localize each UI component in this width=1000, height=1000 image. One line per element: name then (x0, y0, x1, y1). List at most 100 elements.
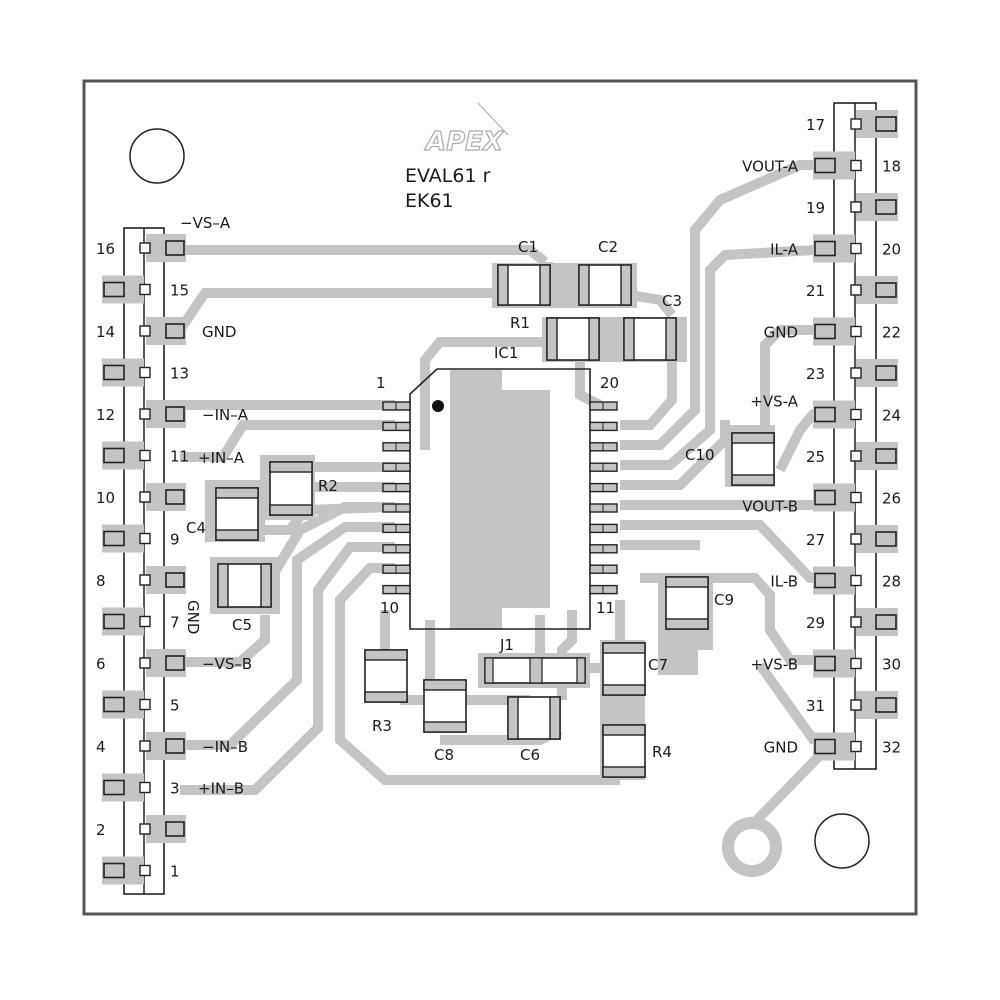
ic-pin-label-10: 10 (380, 599, 399, 617)
label-c3: C3 (662, 292, 682, 310)
pin-number: 6 (96, 655, 106, 673)
label-r3: R3 (372, 717, 392, 735)
resistor-r1 (546, 317, 600, 361)
label-j1: J1 (499, 636, 514, 654)
ic-pin-label-11: 11 (596, 599, 615, 617)
component-labels: C1 C2 C3 R1 IC1 R2 C4 C5 R3 C8 J1 C6 C7 … (186, 238, 734, 764)
signal-label-right-24: +VS-A (750, 393, 798, 411)
pin-number: 18 (882, 158, 901, 176)
signal-label-left-3: +IN–B (198, 780, 244, 798)
pin-number: 14 (96, 323, 115, 341)
pin-number: 22 (882, 324, 901, 342)
mounting-hole-top-left (129, 128, 185, 184)
signal-label-left-11: +IN–A (198, 449, 245, 467)
ic-pin-2 (382, 421, 411, 432)
pin-number: 27 (806, 531, 825, 549)
components (215, 264, 775, 778)
pin-number: 16 (96, 240, 115, 258)
ic-pin-20 (589, 401, 618, 411)
signal-label-left-16: −VS–A (180, 214, 231, 232)
header-pin-9: 9 (102, 524, 180, 553)
header-pin-26: 26 (813, 483, 901, 512)
ic-pin-6 (382, 503, 411, 513)
header-pin-11: 11 (102, 441, 189, 470)
ic-pin-10 (382, 584, 411, 595)
pin-number: 12 (96, 406, 115, 424)
resistor-r4 (602, 724, 646, 778)
capacitor-c4 (215, 487, 259, 541)
label-c5: C5 (232, 616, 252, 634)
header-pin-18: 18 (813, 151, 901, 180)
capacitor-c6 (507, 696, 561, 740)
ic-pin-9 (382, 564, 411, 574)
signal-label-right-32: GND (764, 739, 798, 757)
pin-number: 23 (806, 365, 825, 383)
header-pin-1: 1 (102, 856, 180, 885)
header-pin-19: 19 (806, 193, 898, 221)
pin-number: 26 (882, 490, 901, 508)
header-pin-28: 28 (813, 566, 901, 595)
signal-label-left-8: GND (184, 600, 202, 634)
header-pin-30: 30 (813, 649, 901, 678)
label-c9: C9 (714, 591, 734, 609)
ic-pin-16 (589, 482, 618, 493)
pin-number: 17 (806, 116, 825, 134)
capacitor-c1 (497, 264, 551, 306)
pin-number: 30 (882, 656, 901, 674)
header-pin-25: 25 (806, 442, 898, 470)
ic-pin-label-1: 1 (376, 374, 386, 392)
board-title: EVAL61 r (405, 165, 491, 187)
ic-pin-17 (589, 462, 618, 472)
signal-label-right-30: +VS-B (750, 656, 798, 674)
label-c8: C8 (434, 746, 454, 764)
ic-pin-7 (382, 523, 411, 534)
signal-label-right-26: VOUT-B (742, 498, 798, 516)
ic1-package (382, 368, 618, 630)
apex-logo: APEX (423, 102, 509, 158)
pin-number: 21 (806, 282, 825, 300)
board-subtitle: EK61 (405, 190, 454, 212)
label-r4: R4 (652, 743, 672, 761)
ic-pin-3 (382, 442, 411, 452)
pin-number: 11 (170, 448, 189, 466)
pin-number: 5 (170, 697, 180, 715)
header-pin-29: 29 (806, 608, 898, 636)
header-pin-15: 15 (102, 275, 189, 304)
pin-number: 19 (806, 199, 825, 217)
signal-label-left-4: −IN–B (202, 738, 248, 756)
ic-pin-4 (382, 462, 411, 472)
ic-pin-15 (589, 503, 618, 513)
ic-pin-13 (589, 544, 618, 554)
header-pin-8: 8 (96, 566, 186, 594)
pin-number: 13 (170, 365, 189, 383)
header-pin-7: 7 (102, 607, 180, 636)
signal-label-left-6: −VS–B (202, 655, 252, 673)
resistor-r2 (269, 461, 313, 516)
header-pin-14: 14 (96, 317, 186, 345)
header-pin-17: 17 (806, 110, 898, 138)
pin-number: 24 (882, 407, 901, 425)
label-c7: C7 (648, 656, 668, 674)
pin-number: 8 (96, 572, 106, 590)
mounting-hole-bottom-right (814, 813, 870, 869)
header-pin-20: 20 (813, 234, 901, 263)
capacitor-c2 (578, 264, 632, 306)
header-pin-24: 24 (813, 400, 901, 429)
ic1-pin1-marker (432, 400, 444, 412)
label-c1: C1 (518, 238, 538, 256)
signal-labels: −VS–AGND−IN–A+IN–AGND−VS–B−IN–B+IN–BVOUT… (180, 158, 799, 798)
pin-number: 3 (170, 780, 180, 798)
label-c4: C4 (186, 519, 206, 537)
pin-number: 25 (806, 448, 825, 466)
header-pin-32: 32 (813, 732, 901, 761)
ic-pin-14 (589, 523, 618, 534)
pin-number: 15 (170, 282, 189, 300)
signal-label-right-22: GND (764, 324, 798, 342)
capacitor-c10 (731, 432, 775, 486)
ic-pin-11 (589, 584, 618, 595)
capacitor-c3 (623, 317, 677, 361)
header-pin-16: 16 (96, 234, 186, 262)
pin-number: 10 (96, 489, 115, 507)
label-r2: R2 (318, 477, 338, 495)
